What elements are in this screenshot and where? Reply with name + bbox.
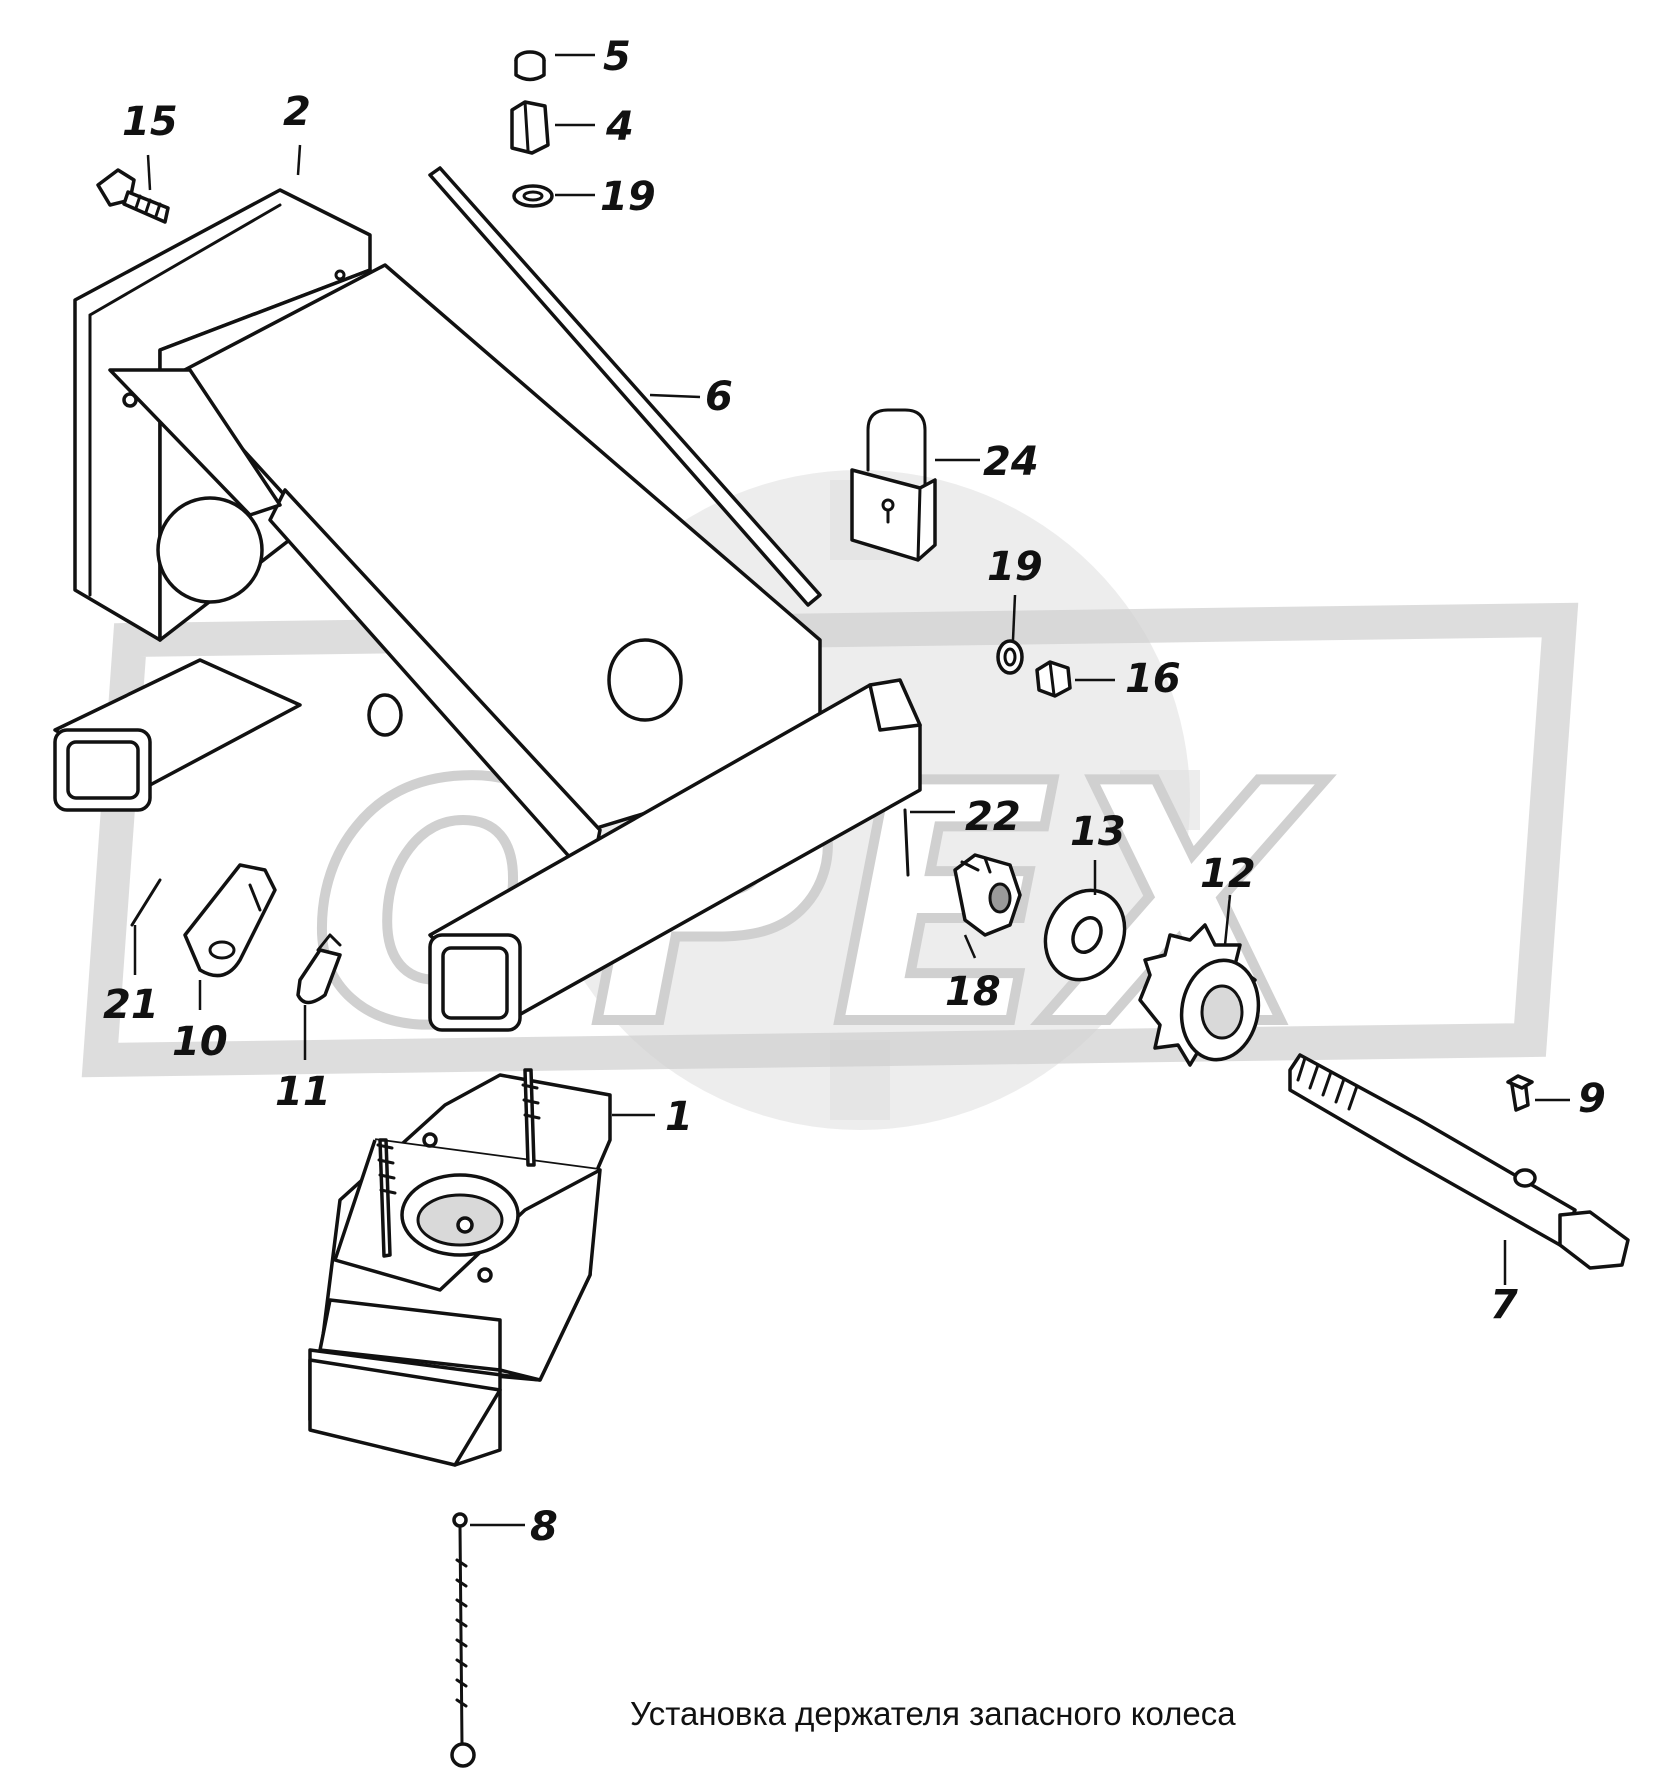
washer-part-19-top: [512, 184, 554, 208]
diagram-caption: Установка держателя запасного колеса: [630, 1695, 1236, 1732]
callouts: 5 4 19 2 15 6 24 19 16 22 13 12 18 9 7 2…: [103, 34, 1606, 1550]
callout-10: 10: [172, 1019, 228, 1065]
callout-22: 22: [965, 794, 1021, 840]
ratchet-wheel-part-12: [1138, 923, 1261, 1067]
cotter-pin-part-22: [903, 808, 910, 877]
castle-nut-part-18: [953, 853, 1022, 937]
callout-15: 15: [122, 99, 178, 145]
callout-2: 2: [283, 89, 311, 135]
callout-18: 18: [945, 969, 1001, 1015]
nut-part-16: [1035, 660, 1072, 698]
leader-lines: [133, 53, 1570, 1527]
callout-6: 6: [705, 374, 733, 420]
right-tube: [428, 678, 922, 1032]
left-tube: [53, 658, 302, 812]
callout-9: 9: [1578, 1076, 1606, 1122]
clip-part-10: [183, 863, 277, 978]
padlock-part-24: [850, 408, 937, 562]
screw-part-9: [1506, 1074, 1534, 1112]
callout-7: 7: [1490, 1282, 1518, 1328]
washer-part-13: [1043, 888, 1127, 982]
callout-19-top: 19: [600, 174, 656, 220]
shaft-part-7: [1288, 1053, 1630, 1270]
callout-13: 13: [1070, 809, 1126, 855]
rod-part-6: [428, 166, 822, 607]
callout-12: 12: [1200, 851, 1256, 897]
callout-16: 16: [1125, 656, 1181, 702]
callout-4: 4: [605, 104, 634, 150]
nut-part-4: [510, 100, 550, 155]
callout-8: 8: [530, 1504, 558, 1550]
callout-11: 11: [275, 1069, 331, 1115]
callout-19-right: 19: [987, 544, 1043, 590]
callout-21: 21: [103, 982, 159, 1028]
pin-part-21: [130, 878, 162, 927]
latch-part-11: [296, 933, 342, 1005]
bracket-frame: [73, 188, 822, 882]
callout-5: 5: [603, 34, 631, 80]
bolt-part-8: [450, 1512, 476, 1768]
support-block-part-1: [308, 1068, 612, 1467]
washer-part-19-right: [996, 639, 1024, 675]
cap-part-5: [514, 50, 546, 82]
callout-24: 24: [983, 439, 1039, 485]
bolt-part-15: [96, 168, 170, 224]
callout-1: 1: [665, 1094, 693, 1140]
